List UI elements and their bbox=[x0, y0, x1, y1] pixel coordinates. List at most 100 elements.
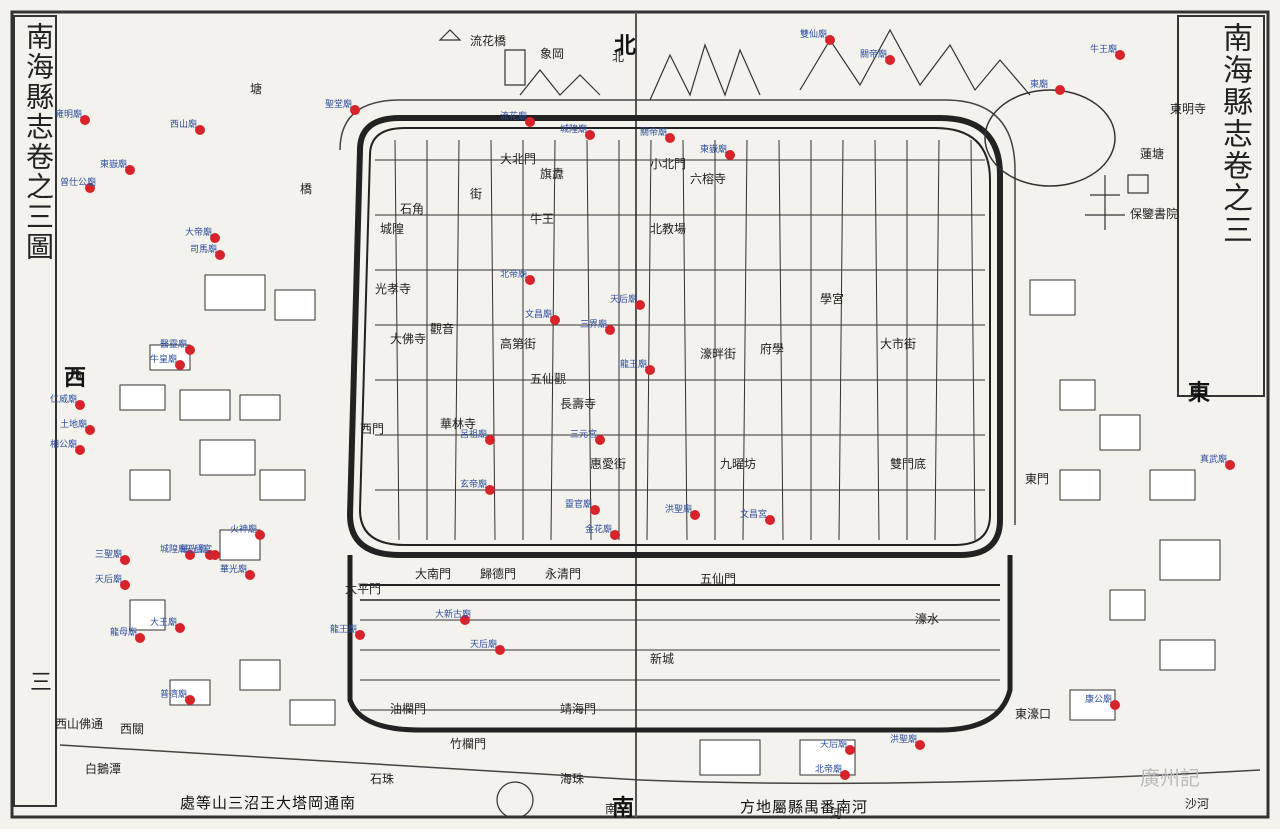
temple-marker[interactable] bbox=[185, 345, 195, 355]
temple-marker[interactable] bbox=[610, 530, 620, 540]
temple-marker[interactable] bbox=[175, 360, 185, 370]
temple-label[interactable]: 龍王廟 bbox=[330, 625, 358, 635]
temple-label[interactable]: 西山廟 bbox=[170, 120, 198, 130]
temple-label[interactable]: 三元宮 bbox=[570, 430, 598, 440]
temple-marker[interactable] bbox=[80, 115, 90, 125]
temple-label[interactable]: 真武廟 bbox=[1200, 455, 1228, 465]
temple-marker[interactable] bbox=[85, 183, 95, 193]
temple-marker[interactable] bbox=[595, 435, 605, 445]
temple-label[interactable]: 東嶽廟 bbox=[100, 160, 128, 170]
temple-marker[interactable] bbox=[355, 630, 365, 640]
temple-label[interactable]: 牛皇廟 bbox=[150, 355, 178, 365]
temple-label[interactable]: 玄帝廟 bbox=[460, 480, 488, 490]
temple-marker[interactable] bbox=[1115, 50, 1125, 60]
map-label: 西山佛通 bbox=[55, 717, 104, 731]
temple-label[interactable]: 曾仕公廟 bbox=[60, 178, 97, 188]
temple-marker[interactable] bbox=[245, 570, 255, 580]
temple-label[interactable]: 洪聖廟 bbox=[665, 505, 693, 515]
temple-label[interactable]: 天后宮 bbox=[185, 545, 213, 555]
temple-marker[interactable] bbox=[825, 35, 835, 45]
temple-marker[interactable] bbox=[495, 645, 505, 655]
temple-label[interactable]: 靈官廟 bbox=[565, 500, 593, 510]
temple-marker[interactable] bbox=[915, 740, 925, 750]
temple-label[interactable]: 牛王廟 bbox=[1090, 45, 1118, 55]
temple-label[interactable]: 大帝廟 bbox=[185, 228, 213, 238]
temple-marker[interactable] bbox=[205, 550, 215, 560]
temple-marker[interactable] bbox=[175, 623, 185, 633]
temple-marker[interactable] bbox=[350, 105, 360, 115]
temple-marker[interactable] bbox=[765, 515, 775, 525]
temple-marker[interactable] bbox=[690, 510, 700, 520]
temple-marker[interactable] bbox=[460, 615, 470, 625]
temple-label[interactable]: 天后廟 bbox=[470, 640, 498, 650]
temple-marker[interactable] bbox=[120, 580, 130, 590]
temple-label[interactable]: 雙仙廟 bbox=[800, 30, 828, 40]
temple-label[interactable]: 城隍廟 bbox=[160, 545, 188, 555]
temple-marker[interactable] bbox=[185, 695, 195, 705]
temple-label[interactable]: 仁威廟 bbox=[50, 395, 78, 405]
temple-label[interactable]: 東嶽廟 bbox=[700, 145, 728, 155]
temple-label[interactable]: 天后廟 bbox=[820, 740, 848, 750]
temple-label[interactable]: 關帝廟 bbox=[860, 50, 888, 60]
temple-label[interactable]: 天后廟 bbox=[610, 295, 638, 305]
temple-label[interactable]: 金花廟 bbox=[585, 525, 613, 535]
temple-label[interactable]: 土地廟 bbox=[60, 420, 88, 430]
temple-marker[interactable] bbox=[185, 550, 195, 560]
temple-marker[interactable] bbox=[725, 150, 735, 160]
temple-marker[interactable] bbox=[635, 300, 645, 310]
temple-label[interactable]: 北帝廟 bbox=[500, 270, 528, 280]
temple-marker[interactable] bbox=[195, 125, 205, 135]
temple-marker[interactable] bbox=[585, 130, 595, 140]
temple-marker[interactable] bbox=[255, 530, 265, 540]
temple-label[interactable]: 三聖廟 bbox=[95, 550, 123, 560]
temple-label[interactable]: 流花廟 bbox=[500, 112, 528, 122]
temple-label[interactable]: 龍王廟 bbox=[620, 360, 648, 370]
temple-marker[interactable] bbox=[75, 445, 85, 455]
temple-label[interactable]: 華光廟 bbox=[180, 545, 208, 555]
temple-marker[interactable] bbox=[85, 425, 95, 435]
temple-marker[interactable] bbox=[1110, 700, 1120, 710]
temple-label[interactable]: 天后廟 bbox=[95, 575, 123, 585]
temple-label[interactable]: 北帝廟 bbox=[815, 765, 843, 775]
temple-label[interactable]: 康公廟 bbox=[1085, 695, 1113, 705]
temple-label[interactable]: 雍明廟 bbox=[55, 110, 83, 120]
temple-marker[interactable] bbox=[665, 133, 675, 143]
temple-label[interactable]: 文昌廟 bbox=[525, 310, 553, 320]
temple-marker[interactable] bbox=[215, 250, 225, 260]
temple-label[interactable]: 普濟廟 bbox=[160, 690, 188, 700]
temple-label[interactable]: 呂祖廟 bbox=[460, 430, 488, 440]
temple-label[interactable]: 大王廟 bbox=[150, 618, 178, 628]
temple-marker[interactable] bbox=[485, 435, 495, 445]
temple-label[interactable]: 龍母廟 bbox=[110, 628, 138, 638]
temple-marker[interactable] bbox=[120, 555, 130, 565]
temple-label[interactable]: 城隍廟 bbox=[560, 125, 588, 135]
temple-marker[interactable] bbox=[525, 117, 535, 127]
temple-marker[interactable] bbox=[1225, 460, 1235, 470]
temple-label[interactable]: 相公廟 bbox=[50, 440, 78, 450]
temple-label[interactable]: 火神廟 bbox=[230, 525, 258, 535]
temple-label[interactable]: 文昌宮 bbox=[740, 510, 768, 520]
temple-marker[interactable] bbox=[125, 165, 135, 175]
temple-label[interactable]: 東廟 bbox=[1030, 80, 1049, 90]
temple-marker[interactable] bbox=[135, 633, 145, 643]
temple-marker[interactable] bbox=[75, 400, 85, 410]
temple-label[interactable]: 司馬廟 bbox=[190, 245, 218, 255]
temple-label[interactable]: 聖堂廟 bbox=[325, 100, 353, 110]
temple-label[interactable]: 華光廟 bbox=[220, 565, 248, 575]
temple-marker[interactable] bbox=[645, 365, 655, 375]
temple-marker[interactable] bbox=[525, 275, 535, 285]
temple-marker[interactable] bbox=[210, 233, 220, 243]
temple-label[interactable]: 關帝廟 bbox=[640, 128, 668, 138]
temple-marker[interactable] bbox=[550, 315, 560, 325]
temple-label[interactable]: 洪聖廟 bbox=[890, 735, 918, 745]
temple-label[interactable]: 大新古廟 bbox=[435, 610, 472, 620]
temple-marker[interactable] bbox=[845, 745, 855, 755]
temple-marker[interactable] bbox=[605, 325, 615, 335]
temple-label[interactable]: 三界廟 bbox=[580, 320, 608, 330]
temple-marker[interactable] bbox=[590, 505, 600, 515]
temple-marker[interactable] bbox=[485, 485, 495, 495]
temple-marker[interactable] bbox=[885, 55, 895, 65]
temple-marker[interactable] bbox=[840, 770, 850, 780]
temple-label[interactable]: 醫靈廟 bbox=[160, 340, 188, 350]
temple-marker[interactable] bbox=[1055, 85, 1065, 95]
